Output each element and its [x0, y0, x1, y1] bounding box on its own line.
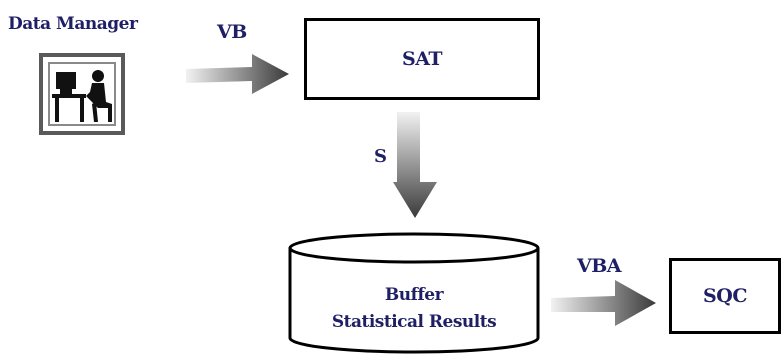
- s-edge-label: S: [374, 146, 387, 167]
- statistical-results-label: Statistical Results: [331, 312, 497, 332]
- sqc-label: SQC: [703, 285, 747, 307]
- s-arrow: [393, 112, 437, 218]
- data-manager-label: Data Manager: [8, 14, 138, 34]
- vba-arrow: [551, 280, 656, 326]
- vba-edge-label: VBA: [577, 255, 622, 277]
- buffer-database: [288, 232, 540, 354]
- sat-label: SAT: [401, 48, 443, 70]
- buffer-text: Buffer Statistical Results: [292, 282, 536, 336]
- vb-arrow: [186, 54, 289, 94]
- sqc-node: SQC: [669, 258, 781, 334]
- buffer-label: Buffer: [384, 285, 444, 305]
- data-manager-icon: [39, 53, 125, 135]
- vb-edge-label: VB: [217, 21, 247, 43]
- sat-node: SAT: [304, 18, 540, 100]
